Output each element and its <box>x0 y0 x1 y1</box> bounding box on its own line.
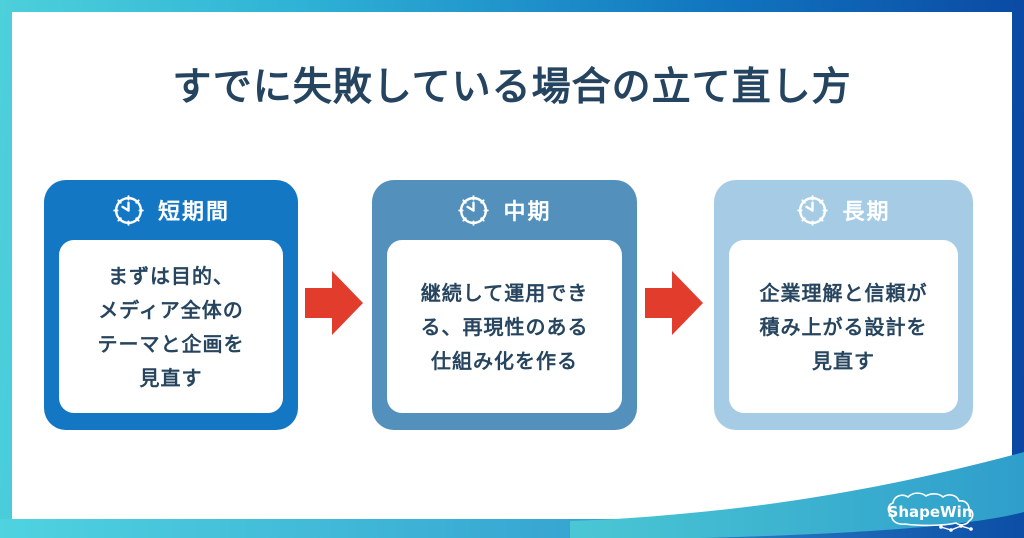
step-card-long-term: 長期 企業理解と信頼が 積み上がる設計を 見直す <box>714 180 973 430</box>
step-body-text: 継続して運用でき る、再現性のある 仕組み化を作る <box>420 280 589 373</box>
step-card-body-box: まずは目的、 メディア全体の テーマと企画を 見直す <box>59 240 283 413</box>
shapewin-logo: ShapeWin <box>883 490 991 534</box>
step-body-text: 企業理解と信頼が 積み上がる設計を 見直す <box>759 280 928 373</box>
svg-text:ShapeWin: ShapeWin <box>888 503 973 521</box>
step-label: 短期間 <box>157 200 230 225</box>
clock-icon <box>458 194 490 226</box>
step-card-short-term: 短期間 まずは目的、 メディア全体の テーマと企画を 見直す <box>44 180 298 430</box>
step-card-body-box: 継続して運用でき る、再現性のある 仕組み化を作る <box>387 240 622 413</box>
step-card-header: 中期 <box>372 180 637 240</box>
right-arrow-icon <box>645 271 703 335</box>
right-arrow-icon <box>305 271 363 335</box>
step-label: 長期 <box>842 200 891 225</box>
clock-icon <box>797 194 829 226</box>
clock-icon <box>113 194 144 226</box>
page-title: すでに失敗している場合の立て直し方 <box>172 65 852 110</box>
step-card-header: 短期間 <box>44 180 298 240</box>
step-card-body-box: 企業理解と信頼が 積み上がる設計を 見直す <box>729 240 958 413</box>
step-label: 中期 <box>503 200 552 225</box>
step-card-header: 長期 <box>714 180 973 240</box>
step-card-mid-term: 中期 継続して運用でき る、再現性のある 仕組み化を作る <box>372 180 637 430</box>
step-body-text: まずは目的、 メディア全体の テーマと企画を 見直す <box>97 263 245 390</box>
